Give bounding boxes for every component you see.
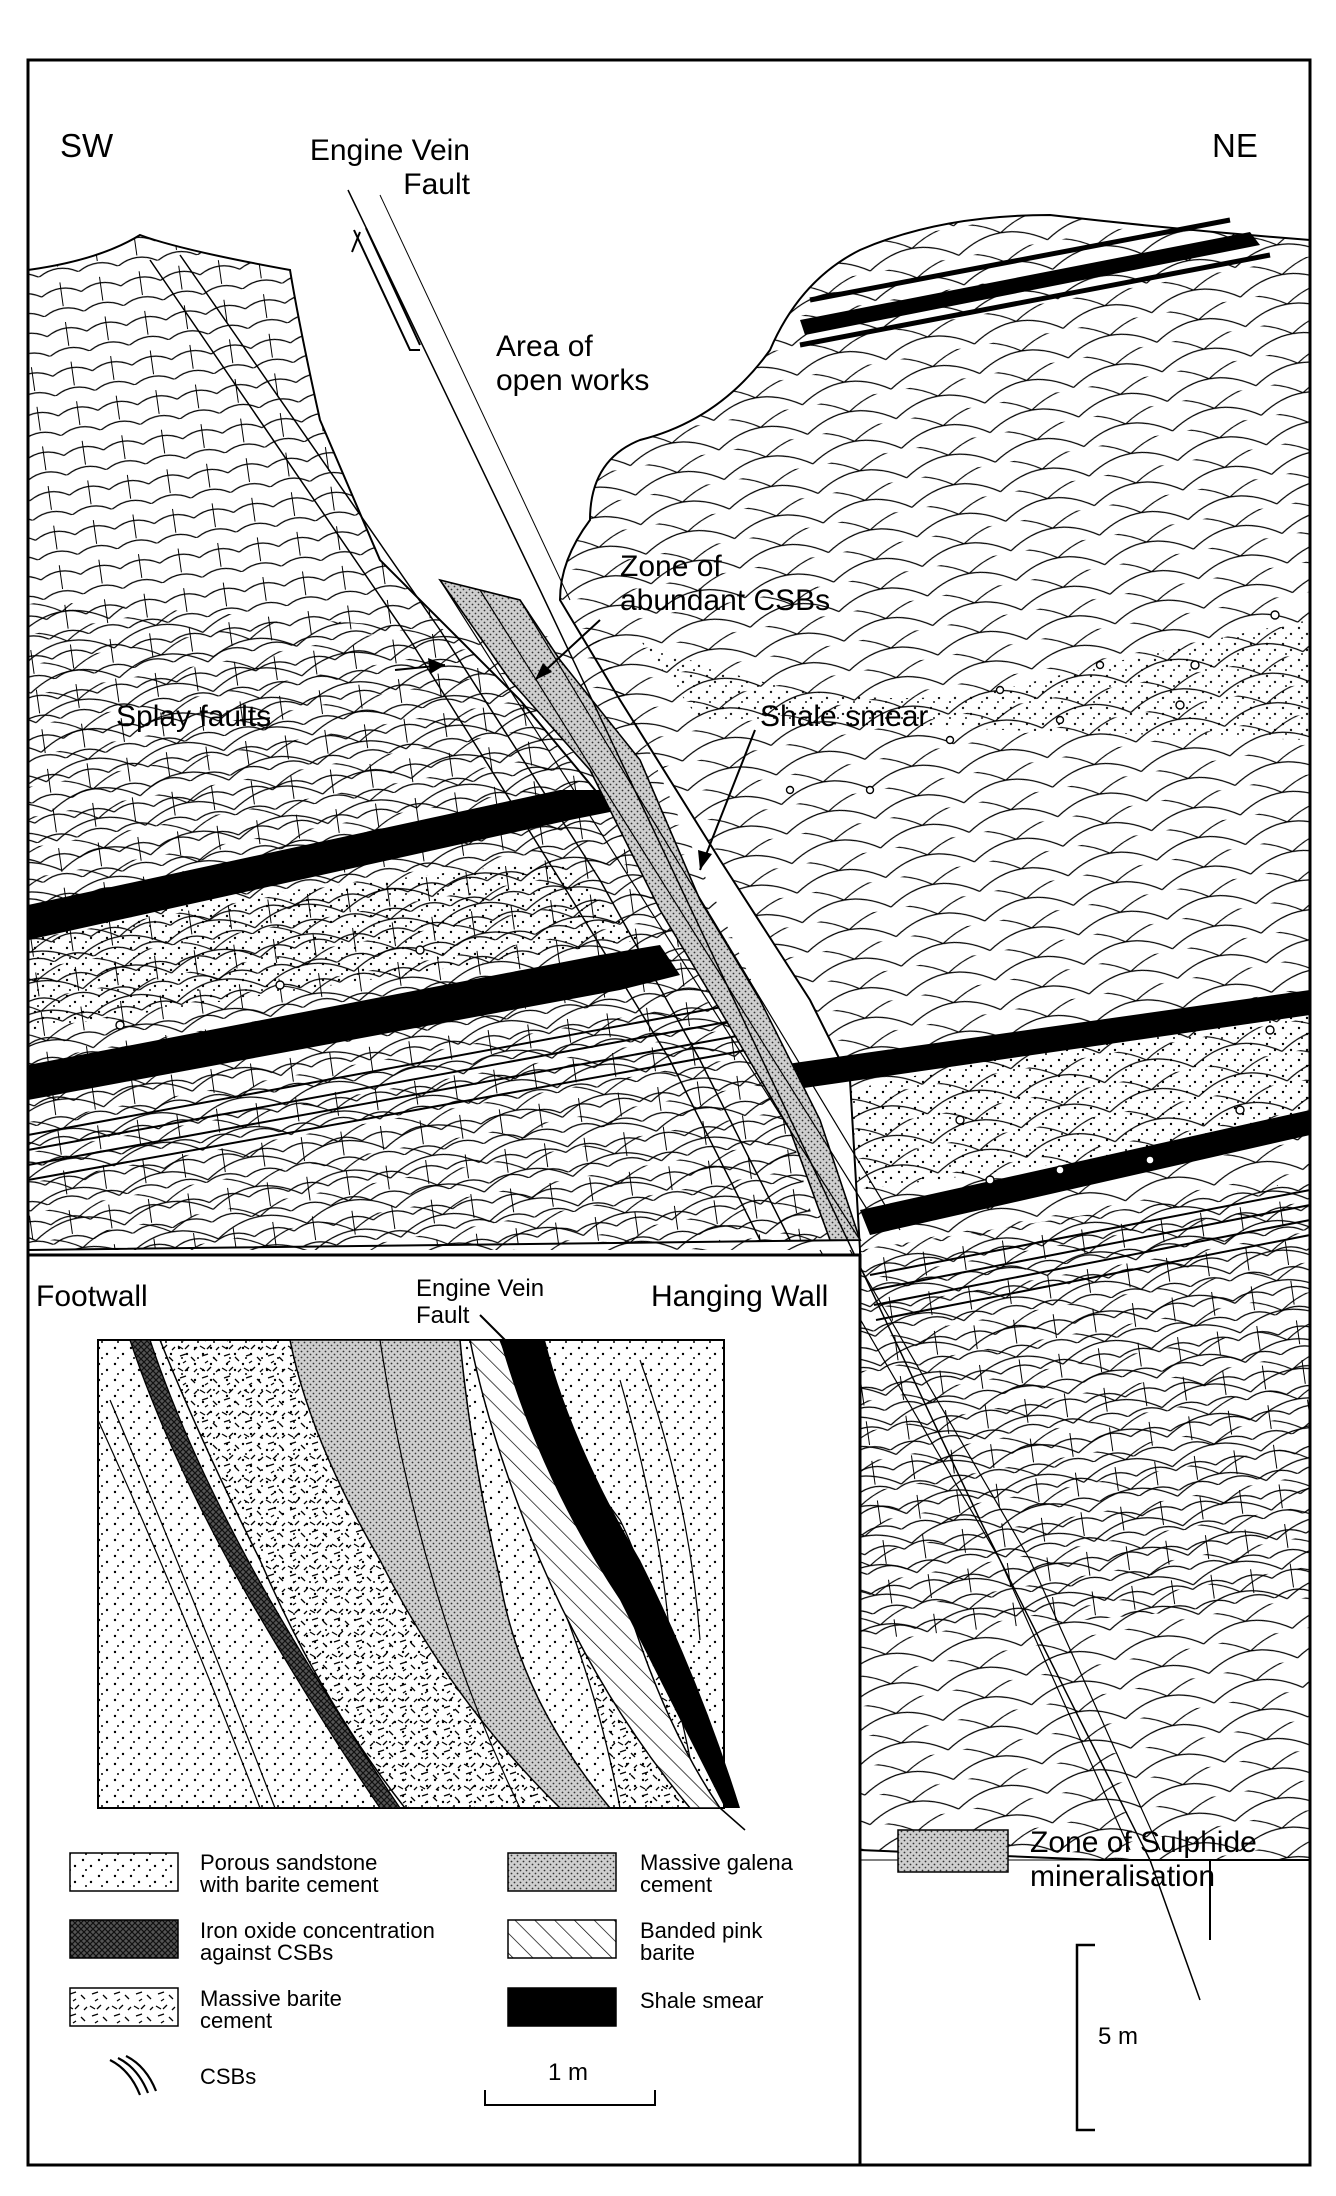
label-splay-faults: Splay faults — [116, 700, 272, 733]
swatch-porous-sandstone — [69, 1852, 179, 1892]
legend-label-csbs: CSBs — [200, 2064, 257, 2089]
swatch-csbs — [109, 2055, 158, 2096]
shale-bed-lower-left — [28, 945, 680, 1100]
legend-swatches — [69, 1829, 1095, 2132]
swatch-sulphide-zone — [897, 1829, 1009, 1873]
legend-label-massive-barite: Massive barite cement — [200, 1986, 342, 2033]
label-open-works: Area of open works — [496, 330, 650, 397]
label-shale-smear: Shale smear — [760, 700, 929, 733]
swatch-massive-barite — [69, 1987, 179, 2027]
label-sw: SW — [60, 127, 114, 164]
fault-motion-arrow — [353, 229, 420, 351]
inset-label-footwall: Footwall — [36, 1280, 148, 1313]
swatch-iron-oxide — [69, 1919, 179, 1959]
shale-bed-lower-right — [860, 1110, 1310, 1235]
shale-bed-upper-right — [780, 990, 1310, 1090]
inset-scale-bar — [484, 2090, 656, 2106]
inset-scale-label: 1 m — [548, 2059, 589, 2086]
inset-panel — [26, 1253, 862, 2167]
label-ne: NE — [1212, 127, 1258, 164]
engine-vein-fault-line — [347, 189, 1201, 2001]
swatch-massive-galena — [507, 1852, 617, 1892]
label-engine-vein-fault: Engine Vein Fault — [309, 134, 470, 201]
inset-label-hanging-wall: Hanging Wall — [651, 1280, 829, 1313]
swatch-banded-pink-barite — [507, 1919, 617, 1959]
legend-label-massive-galena: Massive galena cement — [640, 1850, 793, 1897]
legend-label-iron-oxide: Iron oxide concentration against CSBs — [200, 1918, 435, 1965]
legend-label-porous-sandstone: Porous sandstone with barite cement — [200, 1850, 379, 1897]
five-metre-scale-bar — [1075, 1943, 1095, 2132]
inset-label-engine-vein-fault: Engine Vein Fault — [416, 1275, 545, 1329]
legend-label-sulphide-zone: Zone of Sulphide mineralisation — [1030, 1826, 1257, 1893]
swatch-shale-smear — [507, 1987, 617, 2027]
legend-label-shale-smear: Shale smear — [640, 1988, 764, 2013]
shale-bed-upper-left — [28, 790, 620, 940]
geology-section — [27, 189, 1311, 2001]
five-metre-scale-label: 5 m — [1098, 2023, 1139, 2050]
legend-label-banded-pink-barite: Banded pink barite — [640, 1918, 763, 1965]
label-zone-csbs: Zone of abundant CSBs — [620, 550, 831, 617]
